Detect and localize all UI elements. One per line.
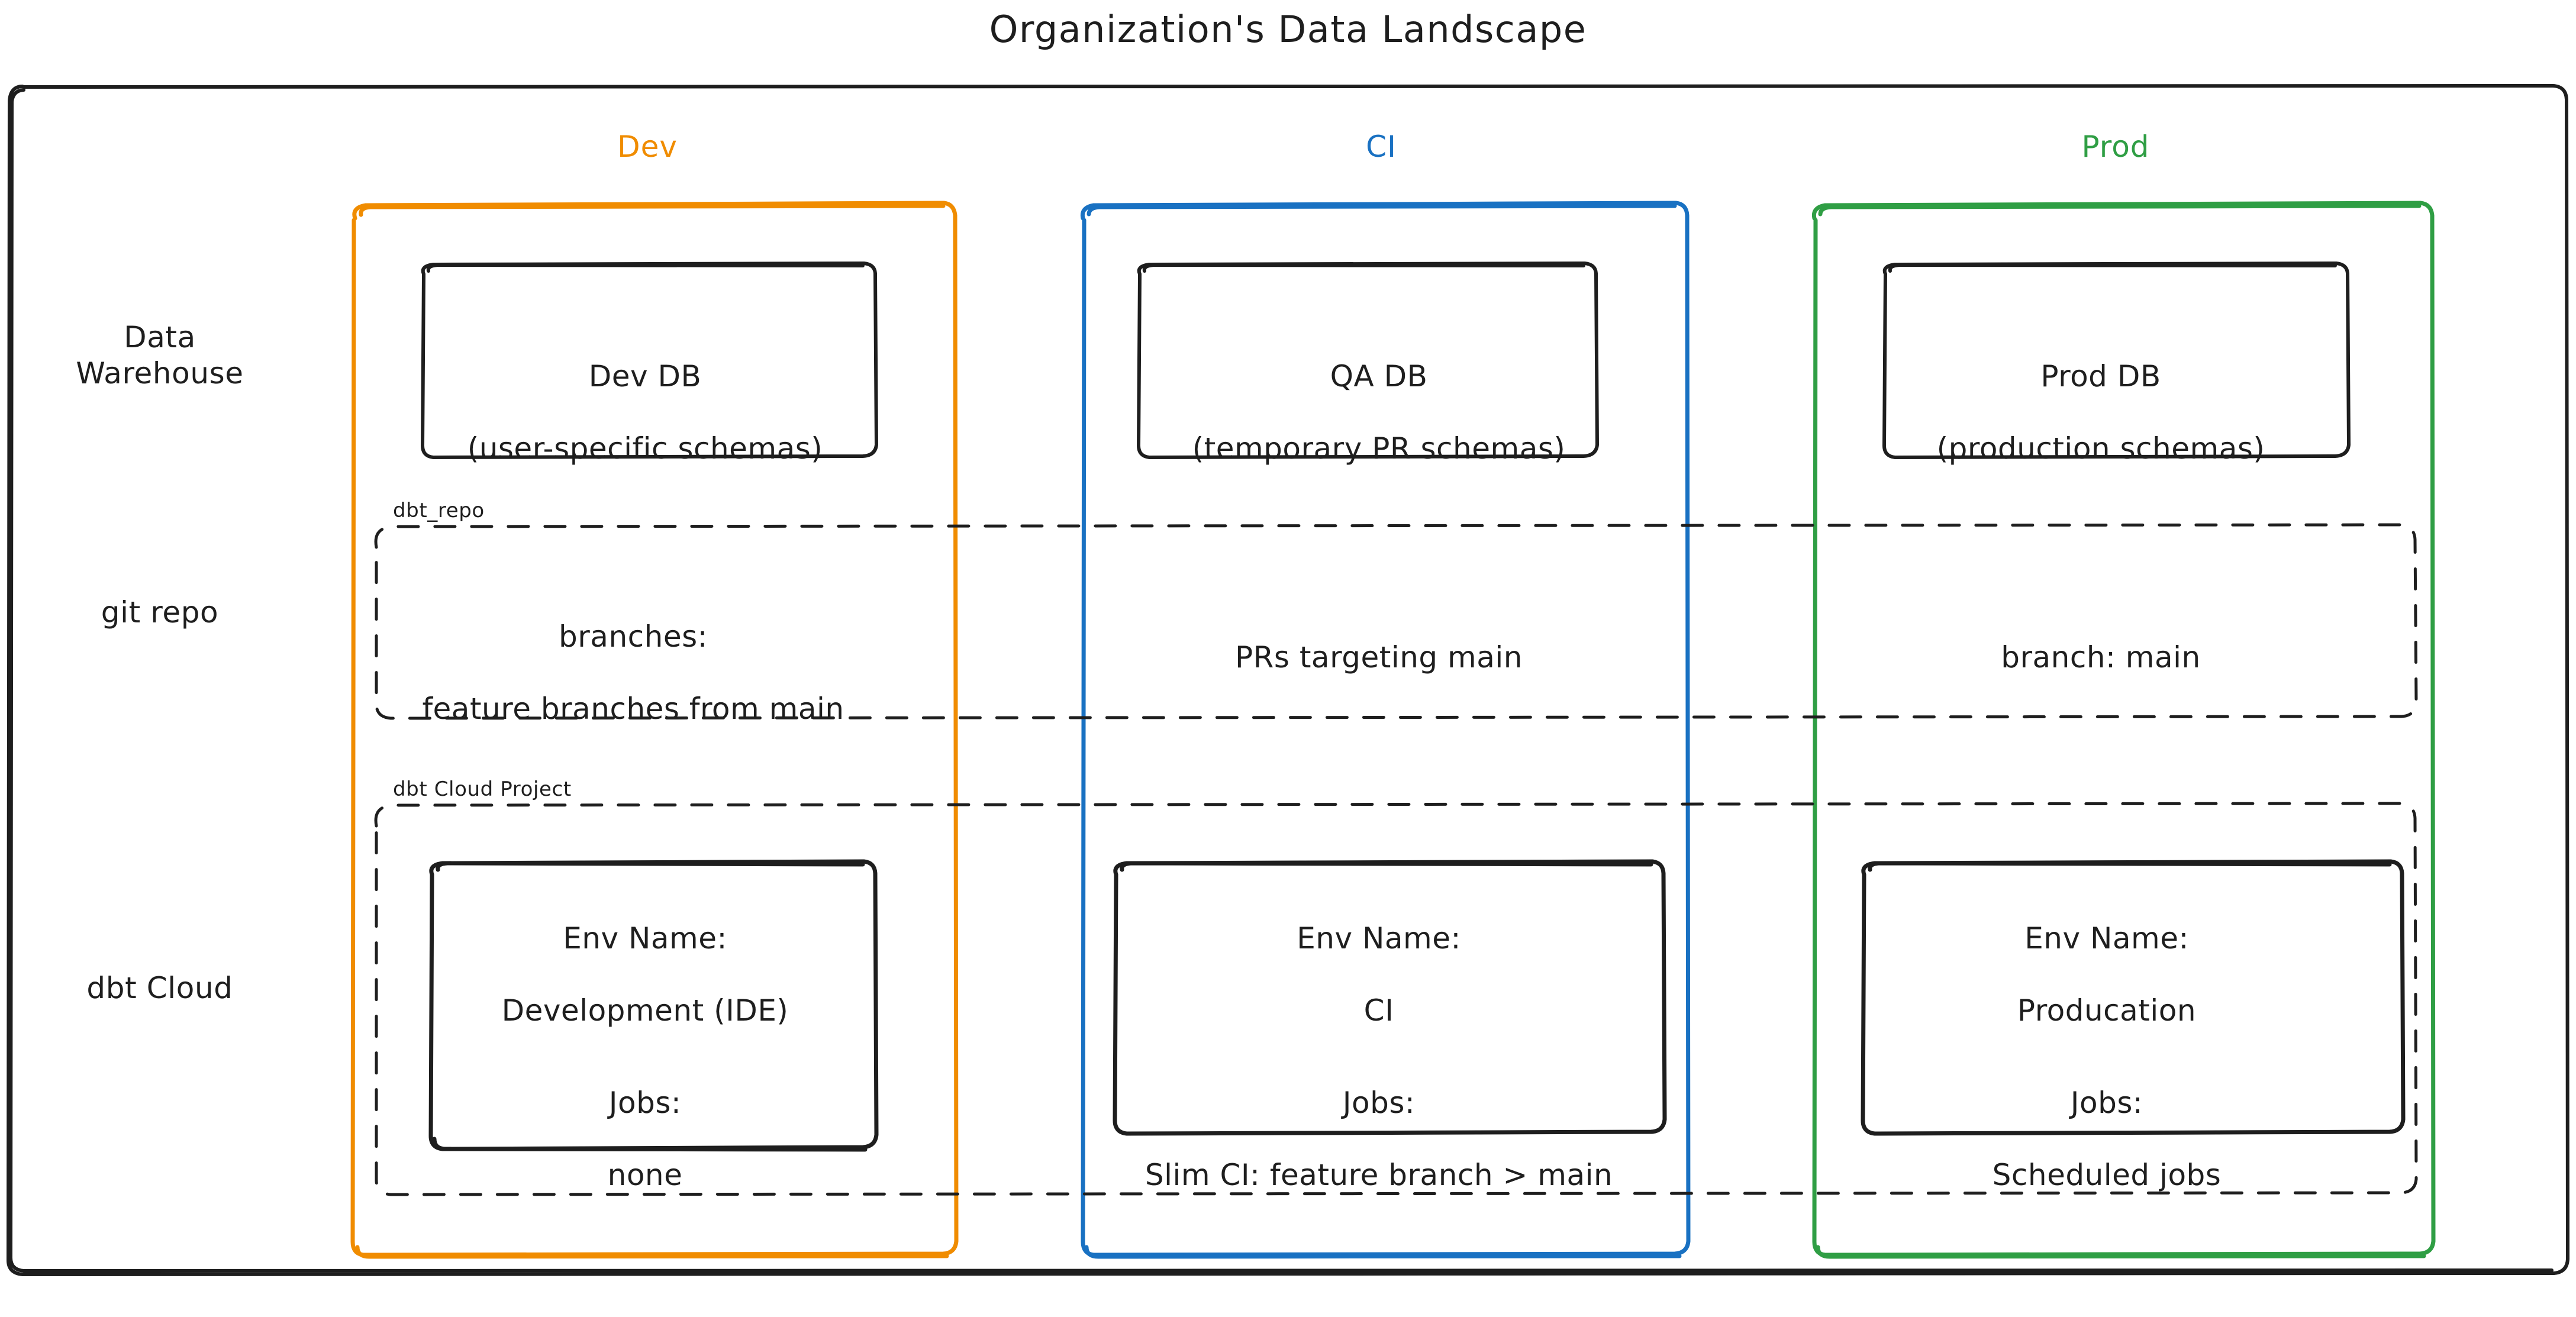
column-header-prod: Prod: [2081, 130, 2150, 164]
node-dev-env-label: Env Name:: [563, 921, 727, 956]
dev-db-node: [421, 262, 878, 459]
node-dev-git-line1: branches:: [559, 619, 708, 654]
node-dev-jobs-label: Jobs:: [608, 1086, 682, 1120]
band-title-dbt-cloud-project: dbt Cloud Project: [393, 777, 572, 801]
node-ci-jobs-value: Slim CI: feature branch > main: [1144, 1158, 1613, 1192]
node-ci-env-value: CI: [1363, 993, 1394, 1028]
node-ci-git: PRs targeting main: [1124, 603, 1633, 676]
prod-column-container: [1811, 201, 2436, 1259]
node-ci-dbt-env: Env Name: CI Jobs: Slim CI: feature bran…: [1113, 885, 1645, 1193]
column-header-dev: Dev: [617, 130, 678, 164]
dbt-cloud-project-band: [374, 802, 2418, 1196]
node-dev-db: Dev DB (user-specific schemas): [414, 322, 876, 467]
node-prod-db: Prod DB (production schemas): [1864, 322, 2338, 467]
node-qa-db-line1: QA DB: [1330, 359, 1428, 393]
node-dev-env-value: Development (IDE): [501, 993, 789, 1028]
node-ci-env-label: Env Name:: [1297, 921, 1461, 956]
prod-db-node: [1882, 262, 2351, 459]
node-dev-git-line2: feature branches from main: [422, 692, 844, 726]
node-prod-git-line1: branch: main: [2001, 640, 2201, 674]
node-dev-git: branches: feature branches from main: [391, 583, 876, 727]
node-dev-db-line2: (user-specific schemas): [467, 431, 823, 466]
node-prod-env-label: Env Name:: [2024, 921, 2189, 956]
band-title-dbt-repo: dbt_repo: [393, 499, 485, 522]
node-prod-db-line2: (production schemas): [1936, 431, 2265, 466]
node-dev-dbt-env: Env Name: Development (IDE) Jobs: none: [414, 885, 876, 1193]
spacer: [1852, 1029, 2361, 1049]
node-prod-dbt-env: Env Name: Producation Jobs: Scheduled jo…: [1852, 885, 2361, 1193]
dev-dbt-env-node: [428, 859, 879, 1152]
node-ci-jobs-label: Jobs:: [1342, 1086, 1416, 1120]
node-prod-git: branch: main: [1864, 603, 2338, 676]
node-ci-git-line1: PRs targeting main: [1234, 640, 1523, 674]
spacer: [1113, 1029, 1645, 1049]
node-qa-db-line2: (temporary PR schemas): [1192, 431, 1566, 466]
outer-frame: [7, 84, 2569, 1276]
node-dev-jobs-value: none: [607, 1158, 683, 1192]
column-header-ci: CI: [1366, 130, 1397, 164]
row-label-git-repo: git repo: [101, 595, 219, 630]
spacer: [414, 1029, 876, 1049]
dev-column-container: [350, 201, 959, 1259]
row-label-dbt-cloud: dbt Cloud: [86, 971, 233, 1005]
node-prod-jobs-value: Scheduled jobs: [1992, 1158, 2222, 1192]
node-prod-jobs-label: Jobs:: [2070, 1086, 2143, 1120]
ci-dbt-env-node: [1113, 859, 1667, 1136]
prod-dbt-env-node: [1861, 859, 2406, 1136]
node-qa-db: QA DB (temporary PR schemas): [1124, 322, 1633, 467]
page-title: Organization's Data Landscape: [989, 8, 1587, 51]
node-dev-db-line1: Dev DB: [588, 359, 702, 393]
ci-column-container: [1080, 201, 1691, 1259]
qa-db-node: [1137, 262, 1599, 459]
node-prod-db-line1: Prod DB: [2040, 359, 2161, 393]
dbt-repo-band: [374, 523, 2418, 720]
row-label-data-warehouse: Data Warehouse: [76, 320, 244, 390]
node-prod-env-value: Producation: [2017, 993, 2197, 1028]
